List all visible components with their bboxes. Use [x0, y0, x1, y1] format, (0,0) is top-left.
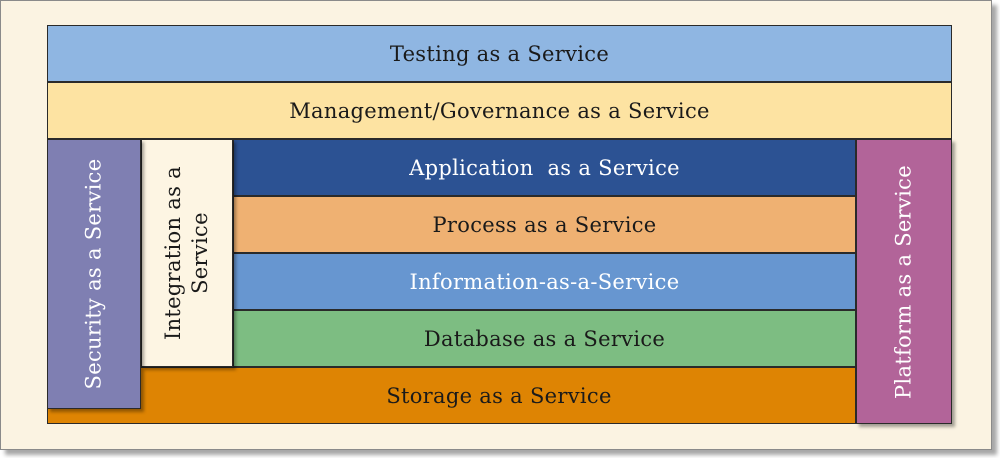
security-label: Security as a Service — [81, 158, 106, 390]
security-as-a-service-column: Security as a Service — [47, 139, 141, 409]
process-label: Process as a Service — [432, 212, 657, 237]
integration-as-a-service-column: Integration as a Service — [141, 139, 233, 367]
integration-label: Integration as a Service — [161, 166, 212, 340]
management-label: Management/Governance as a Service — [289, 98, 710, 123]
testing-as-a-service-layer: Testing as a Service — [47, 25, 952, 82]
platform-label: Platform as a Service — [891, 164, 916, 399]
database-as-a-service-layer: Database as a Service — [233, 310, 856, 367]
information-label: Information-as-a-Service — [409, 269, 680, 294]
testing-label: Testing as a Service — [389, 41, 610, 66]
management-governance-layer: Management/Governance as a Service — [47, 82, 952, 139]
database-label: Database as a Service — [423, 326, 666, 351]
storage-label: Storage as a Service — [386, 383, 612, 408]
process-as-a-service-layer: Process as a Service — [233, 196, 856, 253]
diagram-frame: Testing as a Service Management/Governan… — [0, 0, 992, 450]
platform-as-a-service-column: Platform as a Service — [856, 139, 952, 424]
storage-as-a-service-layer: Storage as a Service — [47, 367, 856, 424]
application-label: Application as a Service — [409, 155, 680, 180]
application-as-a-service-layer: Application as a Service — [233, 139, 856, 196]
information-as-a-service-layer: Information-as-a-Service — [233, 253, 856, 310]
